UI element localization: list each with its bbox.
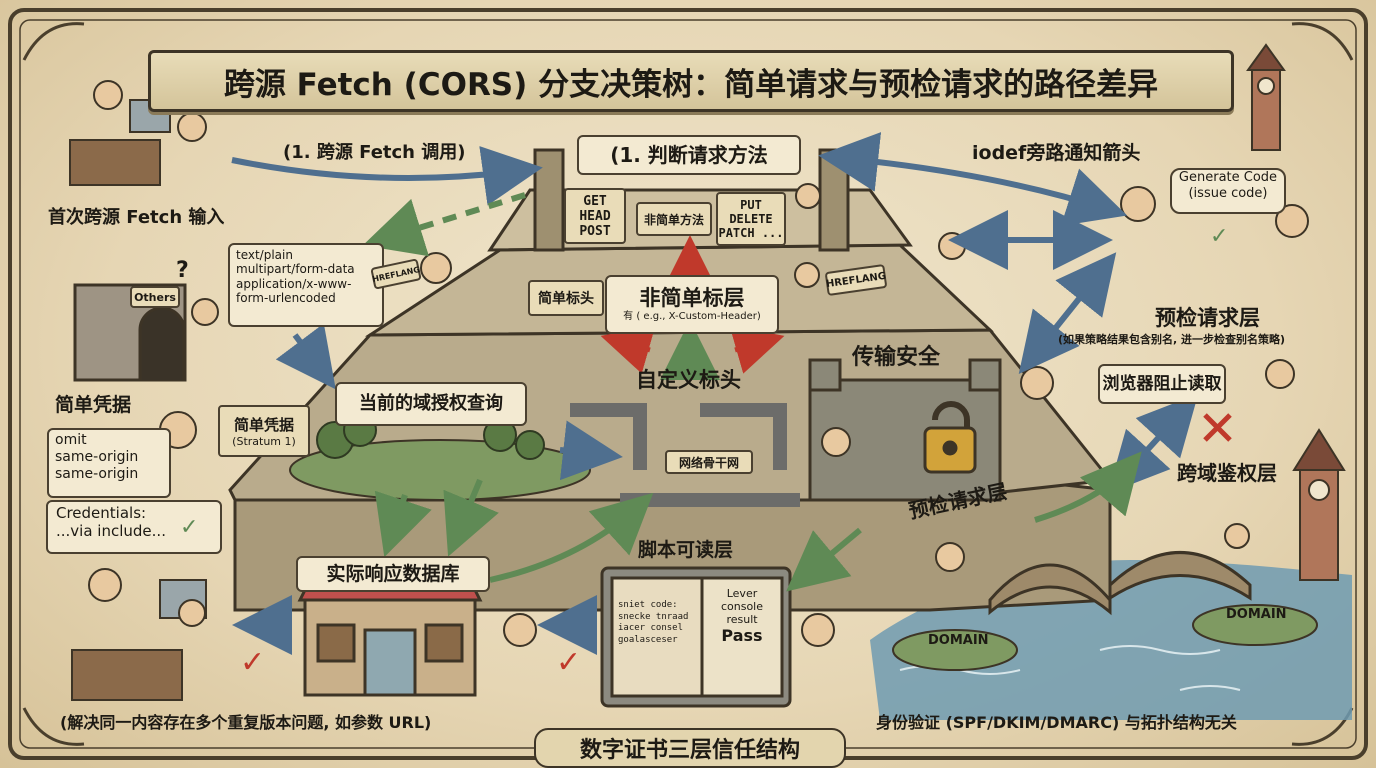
preflight-layer-note: (如果策略结果包含别名, 进一步检查别名策略) [1058,333,1286,346]
title-banner: 跨源 Fetch (CORS) 分支决策树：简单请求与预检请求的路径差异 [148,50,1234,112]
method-get: GET [583,193,607,209]
credentials-stratum-sign: 简单凭据 (Stratum 1) [218,405,310,457]
pipe-network-sign: 网络骨干网 [665,450,753,474]
preflight-layer-right-label: 预检请求层 [1155,306,1260,330]
non-simple-methods-sign: 非简单方法 [636,202,712,236]
non-simple-layer-title: 非简单标层 [639,285,745,310]
simple-credentials-label: 简单凭据 [55,394,132,416]
check-icon-right: ✓ [1210,224,1229,249]
generate-code-bubble: Generate Code (issue code) [1170,168,1286,214]
method-patch: PATCH ... [718,226,784,240]
mode-same-origin-2: same-origin [55,465,139,482]
content-type-multipart: multipart/form-data [236,262,355,277]
red-check-icon-middle: ✓ [556,645,582,680]
green-arrows [362,192,1142,592]
iodef-notify-label: iodef旁路通知箭头 [972,142,1141,164]
vault-right-line-2: result [726,613,758,626]
generate-code-line-2: (issue code) [1188,185,1268,201]
credentials-include-line-2: ...via include... [56,522,166,540]
footer-banner-text: 数字证书三层信任结构 [579,738,800,763]
desk-top-left [69,99,171,186]
generate-code-line-1: Generate Code [1178,170,1278,185]
bottom-left-note: (解决同一内容存在多个重复版本问题, 如参数 URL) [60,713,432,732]
red-check-icon-left: ✓ [240,645,266,680]
simple-headers-sign: 简单标头 [528,280,604,316]
shop-building [297,578,483,697]
credentials-sign-sub: (Stratum 1) [232,435,296,448]
content-types-bubble: text/plain multipart/form-data applicati… [228,243,384,327]
vault-left-line-1: sniet code: [618,600,678,610]
vault-left-line-3: iacer consel [618,623,684,634]
footer-banner: 数字证书三层信任结构 [534,728,846,768]
fetch-call-label: (1. 跨源 Fetch 调用) [283,142,466,163]
cross-domain-auth-label: 跨域鉴权层 [1177,461,1277,485]
vault-right-line-1: Lever console [720,587,764,613]
credentials-include-line-1: Credentials: [56,504,147,522]
question-mark: ? [176,258,189,283]
first-input-label: 首次跨源 Fetch 输入 [48,207,225,228]
content-type-urlencoded-1: application/x-www- [236,276,352,291]
island-right [1192,604,1318,646]
vault-left-text: sniet code: snecke tnraad iacer consel g… [618,600,688,647]
credentials-sign-title: 简单凭据 [233,416,294,434]
character-heads [88,80,1309,647]
simple-methods-sign: GET HEAD POST [564,188,626,244]
transport-security-label: 传输安全 [852,345,941,370]
domain-left-label: DOMAIN [928,633,989,648]
credentials-include-bubble: Credentials: ...via include... [46,500,222,554]
vault-right-text: Lever console result Pass [704,587,780,645]
content-type-urlencoded-2: form-urlencoded [236,291,336,306]
stone-gate [73,283,187,382]
method-delete: DELETE [729,212,773,226]
script-readable-label: 脚本可读层 [638,539,734,561]
browser-block-banner: 浏览器阻止读取 [1098,364,1226,404]
green-check-icon: ✓ [180,515,199,540]
clock-tower-bottom [1292,428,1346,581]
mode-omit: omit [55,432,87,448]
page-title: 跨源 Fetch (CORS) 分支决策树：简单请求与预检请求的路径差异 [223,66,1159,103]
judge-method-banner: (1. 判断请求方法 [577,135,801,175]
content-type-text-plain: text/plain [236,248,293,262]
vault-left-line-4: goalasceser [618,635,678,646]
method-head: HEAD [579,208,611,224]
island-left [892,629,1018,671]
domain-right-label: DOMAIN [1226,607,1287,622]
vault [600,566,792,708]
clock-tower-top [1246,43,1286,151]
stone-bridges [988,551,1252,616]
method-put: PUT [740,198,762,212]
mode-same-origin-1: same-origin [55,448,139,465]
desk-bottom-left [71,579,207,701]
other-methods-sign: PUT DELETE PATCH ... [716,192,786,246]
bottom-right-note: 身份验证 (SPF/DKIM/DMARC) 与拓扑结构无关 [876,713,1237,732]
red-arrows [600,235,785,374]
non-simple-layer-sign: 非简单标层 有 ( e.g., X-Custom-Header) [605,275,779,334]
vault-left-line-2: snecke tnraad [618,611,689,622]
vault-right-pass: Pass [721,626,763,645]
method-post: POST [579,223,611,239]
domain-auth-query-banner: 当前的域授权查询 [335,382,527,426]
blue-arrows [231,132,1199,655]
red-cross-icon [1203,413,1232,442]
custom-header-example: 有 ( e.g., X-Custom-Header) [623,311,761,323]
response-db-banner: 实际响应数据库 [296,556,490,592]
others-sign: Others [130,286,180,308]
credentials-modes-bubble: omit same-origin same-origin [47,428,171,498]
custom-headers-label: 自定义标头 [636,368,741,392]
